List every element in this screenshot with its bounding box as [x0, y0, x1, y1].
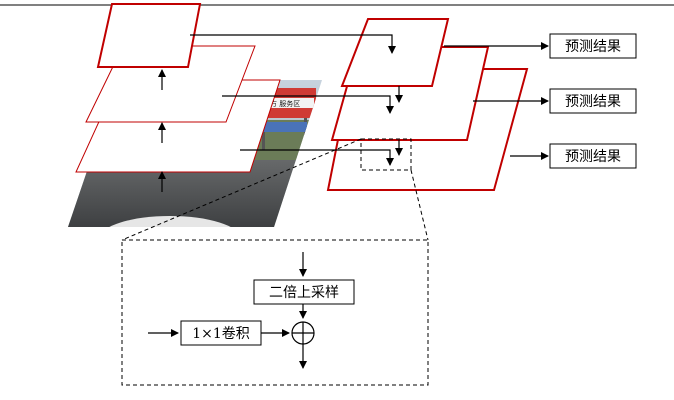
zoom-line-right: [410, 169, 429, 241]
right-level-1-frame: [340, 18, 450, 87]
blue-road-sign: [262, 122, 307, 132]
lateral-arrow-bottom: [240, 149, 394, 166]
left-level-1-frame: [96, 3, 202, 68]
right-pyramid: [326, 18, 529, 191]
lateral-arrow-middle: [222, 95, 394, 114]
zoom-callout: [121, 138, 429, 386]
output-label-top: 预测结果: [565, 39, 621, 55]
upsample-label: 二倍上采样: [269, 285, 339, 301]
billboard-text: 前方 服务区: [263, 99, 300, 108]
output-box-bottom: 预测结果: [549, 143, 637, 169]
lateral-connections: [190, 34, 403, 166]
lateral-arrow-top: [190, 34, 396, 54]
car-hood: [100, 216, 240, 227]
detail-panel: [121, 239, 429, 386]
zoom-line-left: [121, 138, 362, 241]
left-pyramid: [75, 3, 281, 173]
zoom-source-box: [360, 138, 412, 171]
conv-label: 1×1卷积: [192, 326, 250, 342]
output-box-top: 预测结果: [549, 33, 637, 59]
output-label-middle: 预测结果: [565, 94, 621, 110]
output-label-bottom: 预测结果: [565, 149, 621, 165]
output-arrows: [444, 42, 549, 160]
elementwise-add-icon: [291, 321, 315, 345]
output-box-middle: 预测结果: [549, 88, 637, 114]
detail-contents: 二倍上采样 1×1卷积: [148, 252, 355, 369]
upsample-box: [253, 279, 355, 305]
